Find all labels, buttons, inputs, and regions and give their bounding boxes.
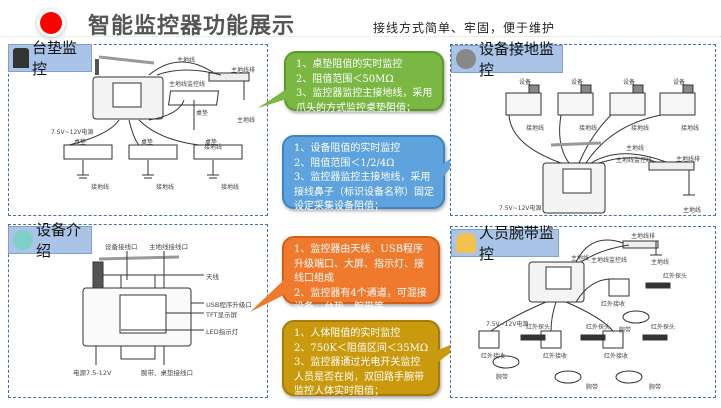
label-ground: 接地线 (579, 125, 598, 132)
label-wrist-port: 腕带、桌垫接线口 (141, 369, 193, 377)
wristband-title: 人员腕带监控 (479, 224, 555, 263)
label-equipment: 设备 (623, 79, 636, 86)
label-wristband: 腕带 (496, 374, 509, 381)
label-main-ground: 主地线 (683, 207, 702, 214)
device-intro-title: 设备介绍 (36, 221, 82, 260)
wristband-diagram (478, 239, 671, 384)
label-wristband: 腕带 (619, 327, 632, 334)
label-wristband: 腕带 (586, 384, 599, 391)
label-ground: 接地线 (156, 184, 175, 191)
device-intro-header: 设备介绍 (8, 221, 92, 260)
label-receiver: 红外接收 (543, 353, 568, 360)
wrench-icon (456, 49, 476, 69)
label-power: 电源7.5-12V (73, 369, 112, 377)
label-ground: 接地线 (204, 144, 223, 151)
label-receiver: 红外接收 (601, 301, 626, 308)
callout-line: 1、监控器由天线、USB程序升级端口、大屏、指示灯、接线口组成 (294, 244, 424, 284)
pavilion-icon (13, 48, 29, 68)
label-ground: 接地线 (91, 184, 110, 191)
callout-line: 3、监控器监控主接地线，采用爪头的方式监控桌垫阻值； (296, 88, 433, 114)
label-ground: 接地线 (631, 125, 650, 132)
label-main-ground-monitor: 主地线监控线 (616, 157, 653, 164)
page-title: 智能监控器功能展示 (88, 14, 296, 39)
wrist-callout: 1、人体阻值的实时监控 2、750K＜阻值区间＜35MΩ 3、监控器通过光电开关… (282, 320, 440, 397)
label-ground: 接地线 (681, 125, 700, 132)
worker-icon (456, 233, 476, 253)
label-main-ground-port: 主地线接线口 (149, 243, 188, 251)
equipment-callout: 1、设备阻值的实时监控 2、阻值范围＜1/2/4Ω 3、监控器监控主接地线，采用… (282, 135, 445, 212)
label-tft: TFT显示屏 (206, 311, 238, 319)
label-receiver: 红外接收 (481, 353, 506, 360)
label-receiver: 红外接收 (604, 353, 629, 360)
label-usb: USB程序升级口 (206, 301, 252, 309)
page-subtitle: 接线方式简单、牢固，便于维护 (373, 21, 556, 35)
label-probe: 红外探头 (663, 273, 688, 280)
title-divider (0, 36, 721, 37)
equipment-ground-header: 设备接地监控 (451, 40, 563, 79)
mat-monitor-header: 台垫监控 (8, 39, 92, 78)
label-mat: 桌垫 (74, 139, 87, 146)
callout-line: 1、设备阻值的实时监控 (294, 143, 401, 154)
device-callout: 1、监控器由天线、USB程序升级端口、大屏、指示灯、接线口组成 2、监控器有4个… (282, 236, 440, 313)
label-equipment: 设备 (571, 79, 584, 86)
label-main-ground-bar: 主地线排 (231, 67, 256, 74)
callout-line: 3、监控器通过光电开关监控人员是否在岗，双回路手腕带监控人体实时阻值； (294, 357, 424, 397)
label-main-ground-bar: 主地线排 (676, 156, 701, 163)
label-main-ground-bottom: 主地线 (237, 117, 256, 124)
equipment-ground-title: 设备接地监控 (479, 40, 555, 79)
label-led: LED指示灯 (206, 328, 239, 336)
mat-callout: 1、桌垫阻值的实时监控 2、阻值范围＜50MΩ 3、监控器监控主接地线，采用爪头… (284, 51, 444, 114)
label-main-ground-bar: 主地线排 (631, 233, 656, 240)
mat-monitor-title: 台垫监控 (32, 39, 78, 78)
label-main-ground-monitor: 主地线监控线 (169, 81, 206, 88)
label-antenna: 天线 (206, 273, 219, 281)
label-power: 7.5V~12V电源 (51, 129, 94, 136)
label-probe: 红外探头 (586, 324, 611, 331)
label-probe: 红外探头 (526, 324, 551, 331)
callout-line: 1、桌垫阻值的实时监控 (296, 59, 403, 70)
label-mat: 桌垫 (141, 139, 154, 146)
label-equipment: 设备 (673, 79, 686, 86)
wristband-panel: 主地线 主地线排 主地线监控线 主地线 红外探头 红外接收 腕带 7.5V~12… (450, 226, 716, 398)
title-bullet-icon (40, 12, 62, 34)
callout-line: 2、750K＜阻值区间＜35MΩ (294, 342, 429, 354)
label-power: 7.5V~12V电源 (486, 321, 529, 328)
label-ground: 接地线 (526, 125, 545, 132)
wristband-header: 人员腕带监控 (451, 224, 559, 263)
callout-line: 2、监控器有4个通道，可混接设备、台垫、腕带等 (294, 287, 427, 314)
label-main-ground: 主地线 (626, 145, 645, 152)
label-device-port: 设备接线口 (105, 243, 138, 251)
label-main-ground: 主地线 (571, 255, 590, 262)
label-probe: 红外探头 (651, 324, 676, 331)
label-ground: 接地线 (221, 184, 240, 191)
mat-diagram (63, 55, 250, 179)
label-main-ground-monitor: 主地线监控线 (591, 257, 628, 264)
label-main-ground: 主地线 (177, 57, 196, 64)
label-power: 7.5V~12V电源 (499, 205, 542, 212)
callout-line: 1、人体阻值的实时监控 (294, 328, 401, 339)
label-main-ground: 主地线 (651, 259, 670, 266)
equipment-diagram (505, 84, 696, 214)
callout-line: 3、监控器监控主接地线，采用接线鼻子（标识设备名称）固定设定采集设备阻值； (294, 172, 434, 212)
callout-line: 2、阻值范围＜50MΩ (296, 73, 394, 85)
label-equipment: 设备 (519, 79, 532, 86)
gear-monitor-icon (13, 230, 33, 250)
label-mat: 桌垫 (205, 139, 218, 146)
device-diagram (82, 251, 204, 365)
label-mat: 桌垫 (196, 110, 209, 117)
callout-line: 2、阻值范围＜1/2/4Ω (294, 157, 395, 169)
mat-monitor-panel: 主地线 主地线排 主地线监控线 桌垫 主地线 7.5V~12V电源 接地线 桌垫… (8, 44, 268, 216)
label-wristband: 腕带 (649, 384, 662, 391)
